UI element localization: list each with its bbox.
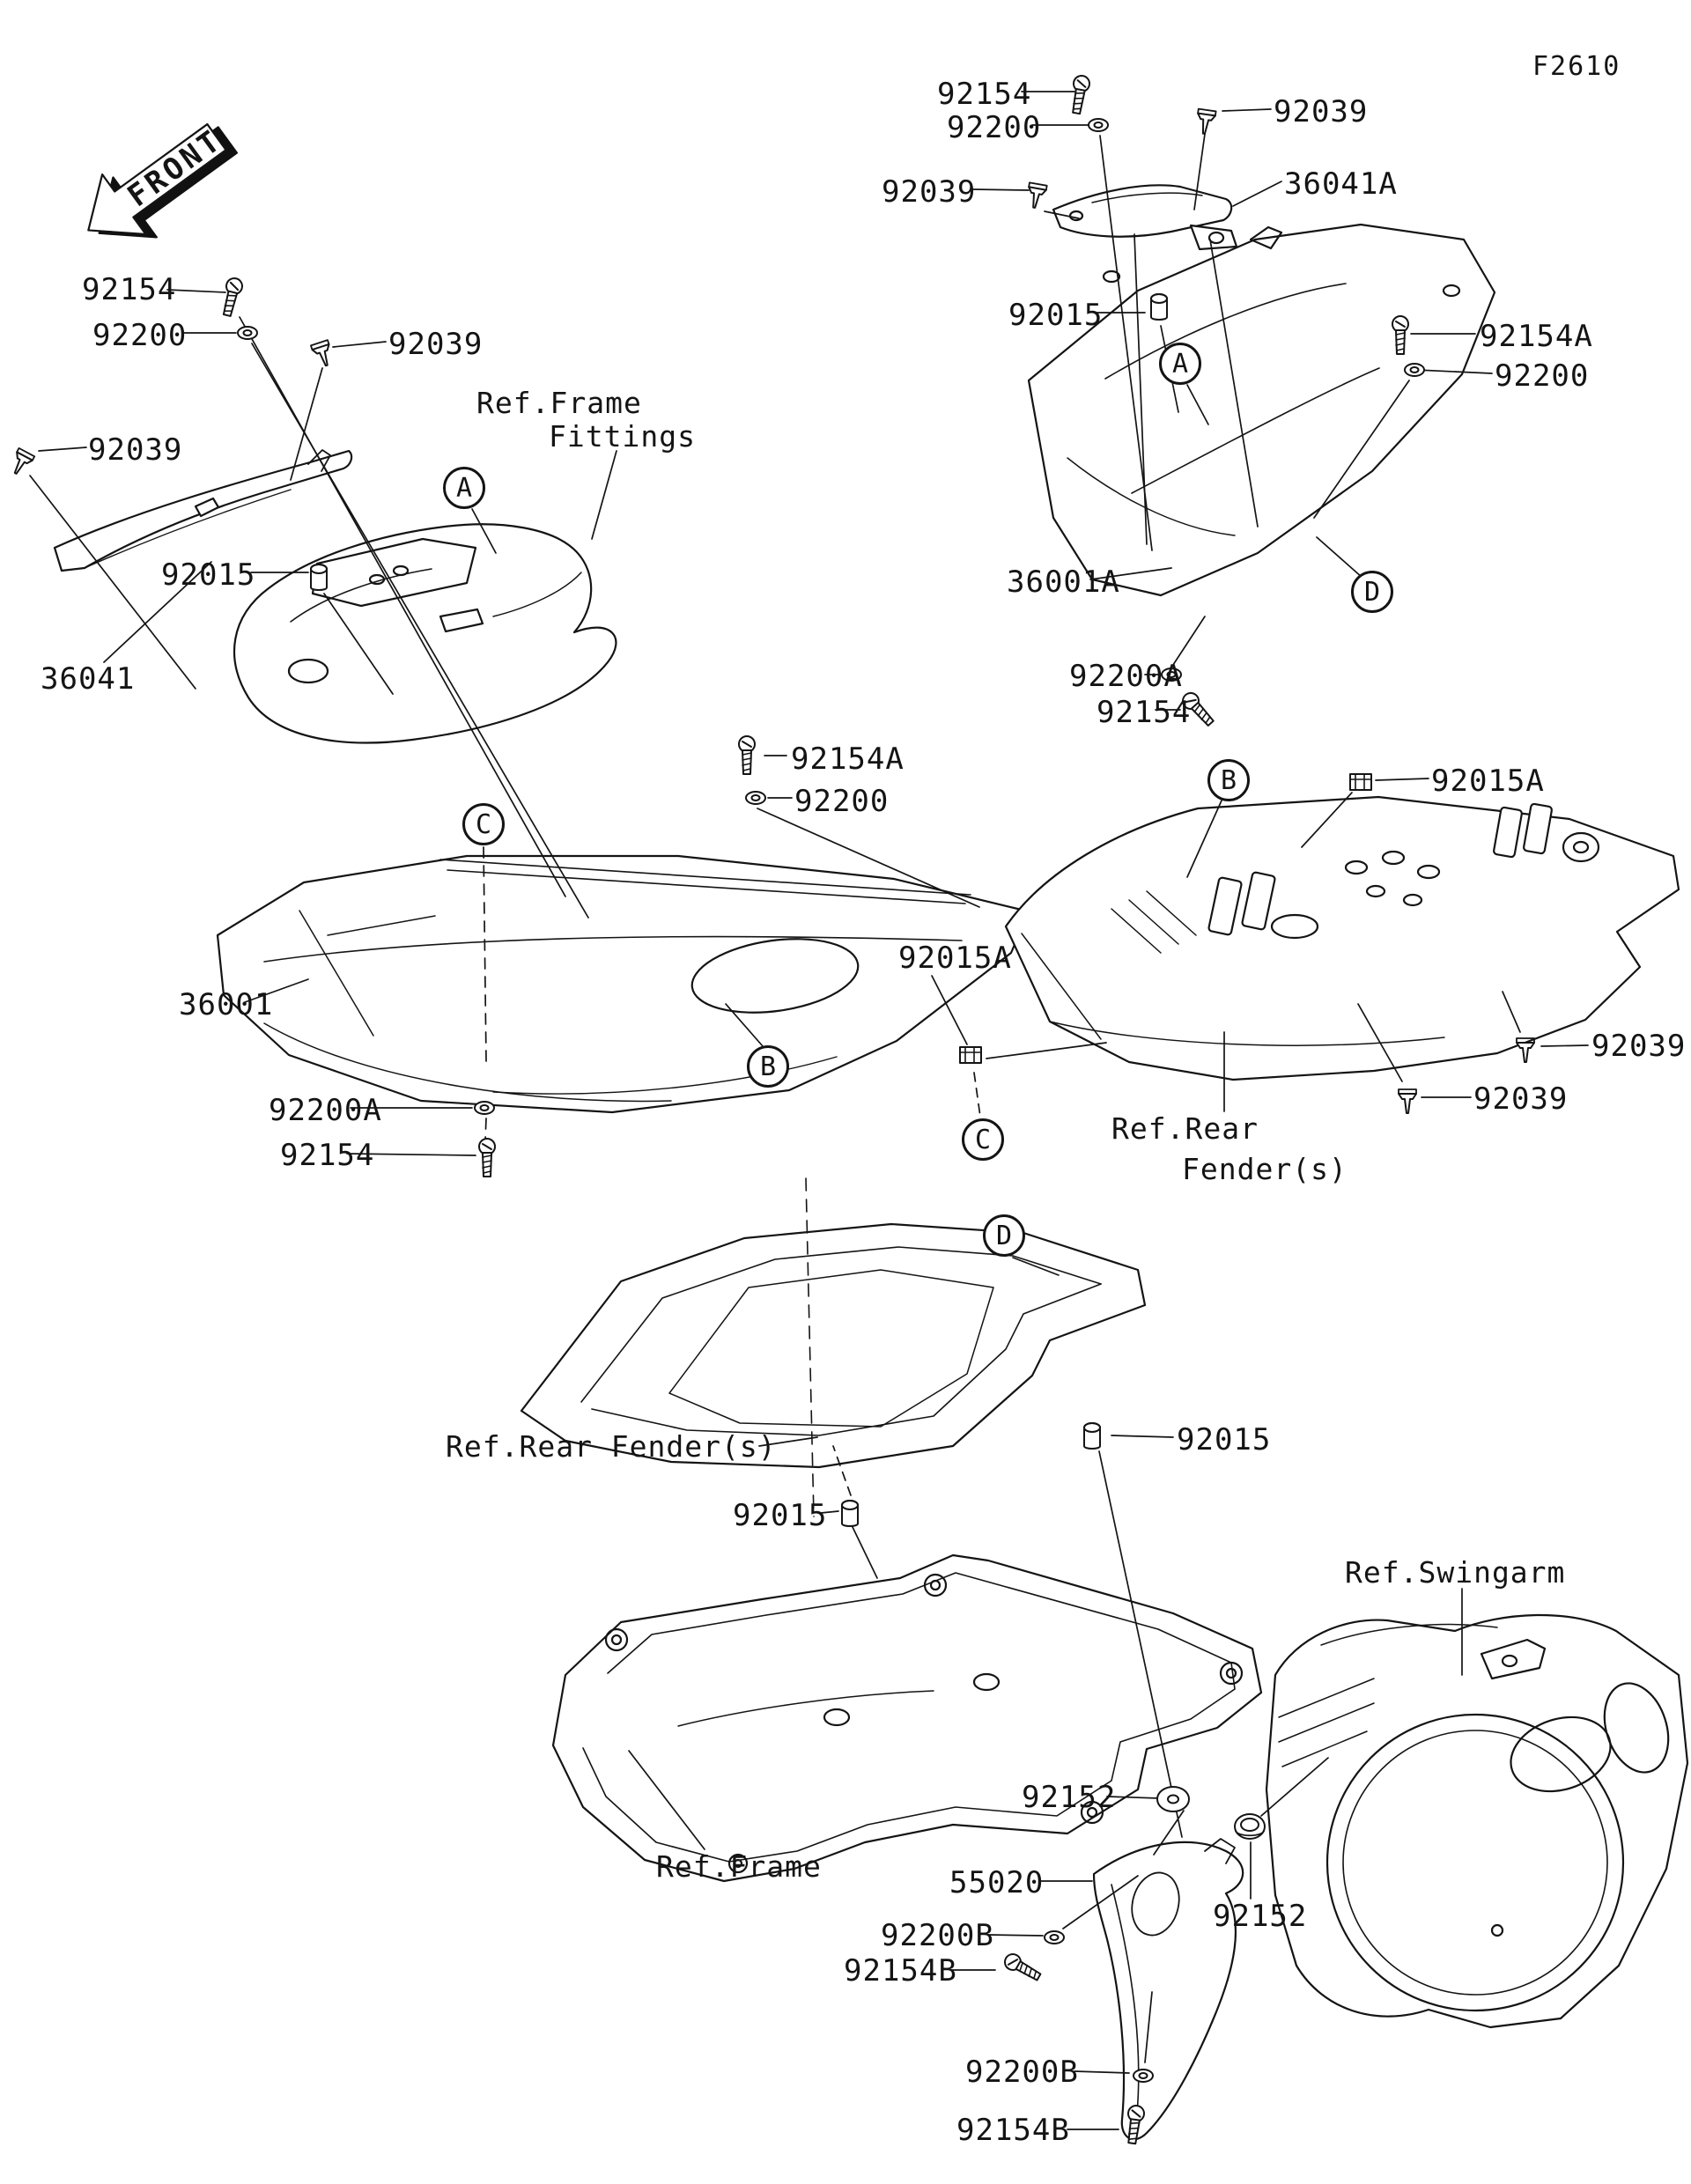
ref-rear-fender-right-line2: Fender(s): [1182, 1152, 1348, 1186]
part-side-cover-36001: [216, 854, 1030, 1114]
callout-92152: 92152: [1213, 1899, 1308, 1934]
callout-92154B: 92154B: [844, 1953, 957, 1988]
callout-92154: 92154: [82, 272, 177, 307]
callout-92200B: 92200B: [881, 1918, 994, 1953]
screw-icon: [737, 734, 757, 776]
part-side-cover-36001A: [1027, 223, 1496, 597]
part-duct-cover: [520, 1177, 1147, 1517]
bushing-icon: [1082, 1421, 1102, 1450]
washer-icon: [1043, 1929, 1066, 1945]
washer-icon: [473, 1100, 496, 1116]
view-circle-c: C: [462, 803, 505, 845]
screw-icon: [1067, 73, 1092, 116]
collar-icon: [1156, 1785, 1191, 1813]
callout-55020: 55020: [949, 1865, 1045, 1900]
part-bracket-36041A: [1052, 184, 1238, 251]
leader-lines: [29, 91, 1589, 2130]
view-circle-a: A: [1159, 343, 1201, 385]
ref-frame-fittings-line1: Ref.Frame: [476, 386, 642, 420]
ref-rear-fender-right-line1: Ref.Rear: [1111, 1111, 1259, 1146]
callout-92015: 92015: [1008, 298, 1104, 333]
washer-icon: [1132, 2068, 1155, 2084]
callout-92200: 92200: [1495, 358, 1590, 394]
part-swingarm: [1265, 1613, 1689, 2029]
callout-92154: 92154: [280, 1138, 375, 1173]
part-frame: [551, 1553, 1263, 1883]
callout-92015A: 92015A: [1431, 764, 1545, 799]
screw-icon: [477, 1137, 497, 1178]
callout-36041: 36041: [41, 661, 136, 697]
callout-92152: 92152: [1022, 1780, 1117, 1815]
callout-92154A: 92154A: [791, 742, 905, 777]
callout-92200: 92200: [92, 318, 188, 353]
view-circle-d: D: [983, 1214, 1025, 1257]
view-circle-a: A: [443, 467, 485, 509]
view-circle-b: B: [1207, 759, 1250, 801]
callout-92154: 92154: [937, 77, 1032, 112]
part-flap-55020: [1092, 1838, 1244, 2141]
view-circle-d: D: [1351, 571, 1393, 613]
callout-92200A: 92200A: [1069, 659, 1183, 694]
screw-icon: [1001, 1950, 1045, 1985]
clip-icon: [1024, 181, 1048, 210]
screw-icon: [218, 275, 246, 319]
callout-92039: 92039: [1591, 1029, 1687, 1064]
callout-92154A: 92154A: [1480, 319, 1593, 354]
part-rear-fender: [1004, 795, 1680, 1081]
washer-icon: [744, 790, 767, 806]
clip-icon: [1397, 1088, 1418, 1115]
clip-icon: [958, 1045, 983, 1065]
callout-36001A: 36001A: [1007, 564, 1120, 600]
callout-92039: 92039: [88, 432, 183, 468]
callout-92200A: 92200A: [269, 1093, 382, 1128]
callout-92154B: 92154B: [956, 2113, 1070, 2148]
clip-icon: [6, 446, 36, 479]
ref-frame: Ref.Frame: [656, 1849, 822, 1884]
front-arrow-icon: FRONT: [87, 122, 238, 239]
ref-rear-fender-left: Ref.Rear Fender(s): [446, 1429, 777, 1464]
callout-92039: 92039: [1274, 94, 1369, 129]
callout-92015: 92015: [161, 557, 256, 593]
ref-frame-fittings-line2: Fittings: [549, 419, 696, 454]
clip-icon: [1515, 1037, 1536, 1064]
clip-icon: [1193, 107, 1217, 136]
callout-92015: 92015: [733, 1498, 828, 1533]
callout-36041A: 36041A: [1284, 166, 1398, 202]
callout-92200B: 92200B: [965, 2055, 1079, 2090]
callout-92015A: 92015A: [898, 941, 1012, 976]
view-circle-c: C: [962, 1118, 1004, 1161]
callout-92039: 92039: [388, 327, 484, 362]
washer-icon: [1403, 362, 1426, 378]
washer-icon: [1087, 117, 1110, 133]
view-circle-b: B: [747, 1045, 789, 1088]
clip-icon: [1348, 772, 1373, 792]
callout-92039: 92039: [882, 174, 977, 210]
ref-swingarm: Ref.Swingarm: [1345, 1555, 1566, 1590]
grommet-icon: [1233, 1812, 1266, 1841]
bushing-icon: [840, 1499, 860, 1528]
part-brace-36041: [53, 449, 353, 572]
bushing-icon: [309, 563, 329, 592]
callout-92015: 92015: [1177, 1422, 1272, 1457]
washer-icon: [236, 325, 259, 341]
callout-36001: 36001: [179, 987, 274, 1022]
callout-92154: 92154: [1097, 695, 1192, 730]
part-frame-fittings-cover: [233, 523, 617, 744]
callout-92200: 92200: [947, 110, 1042, 145]
bushing-icon: [1149, 292, 1169, 321]
callout-92200: 92200: [794, 784, 890, 819]
callout-92039: 92039: [1473, 1081, 1569, 1117]
clip-icon: [309, 339, 336, 370]
page-code: F2610: [1532, 51, 1621, 82]
